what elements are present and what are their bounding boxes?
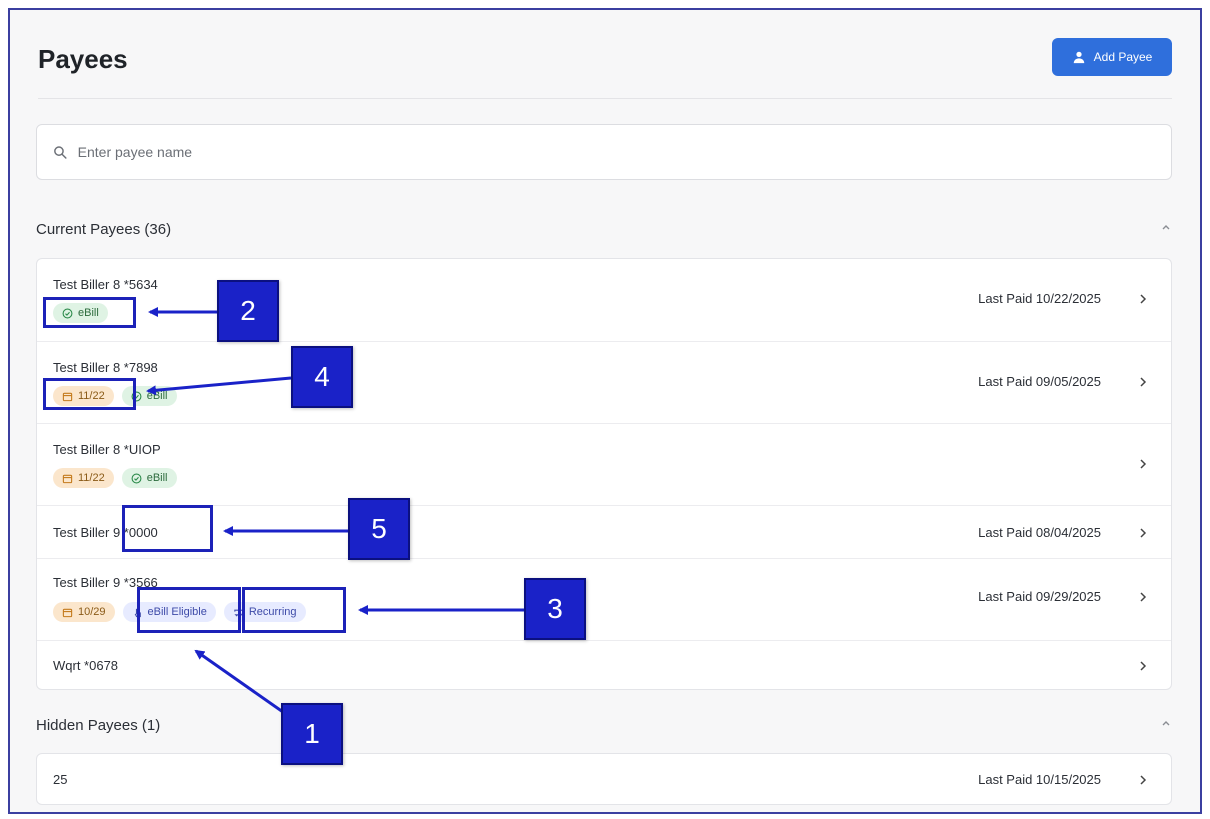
ebill-badge: eBill [53,303,108,323]
badge-label: Recurring [248,606,297,618]
callout-number-1: 1 [281,703,343,765]
chevron-right-icon[interactable] [1137,660,1149,672]
last-paid: Last Paid 09/29/2025 [978,589,1101,604]
due-date-badge: 10/29 [53,602,115,622]
callout-number-3: 3 [524,578,586,640]
calendar-icon [62,392,73,401]
recurring-badge: Recurring [223,602,306,622]
header-divider [38,98,1172,99]
badge-label: 11/22 [78,472,105,484]
add-payee-button[interactable]: Add Payee [1052,38,1172,76]
hand-pointer-icon [134,608,141,617]
check-circle-icon [62,308,73,318]
payee-badges: 11/22 eBill [53,386,177,406]
hidden-payees-title: Hidden Payees (1) [36,716,161,734]
last-paid: Last Paid 09/05/2025 [978,374,1101,389]
chevron-up-icon[interactable] [1160,220,1172,238]
last-paid: Last Paid 10/22/2025 [978,291,1101,306]
payee-badges: eBill [53,303,108,323]
due-date-badge: 11/22 [53,386,114,406]
badge-label: eBill [146,472,168,484]
last-paid: Last Paid 10/15/2025 [978,772,1101,787]
ebill-badge: eBill [121,386,177,406]
callout-number-5: 5 [348,498,410,560]
repeat-icon [234,607,243,617]
chevron-right-icon[interactable] [1137,591,1149,603]
chevron-right-icon[interactable] [1137,458,1149,470]
payee-row[interactable]: Test Biller 8 *5634 eBill Last Paid 10/2… [37,259,1171,342]
badge-label: eBill [146,390,168,402]
search-field[interactable] [36,124,1172,180]
ebill-badge: eBill [121,468,177,488]
payee-name: Test Biller 8 *UIOP [53,442,161,457]
chevron-right-icon[interactable] [1137,293,1149,305]
badge-label: eBill Eligible [147,606,207,618]
due-date-badge: 11/22 [53,468,114,488]
hidden-payees-list: 25 Last Paid 10/15/2025 [36,753,1172,805]
callout-number-2: 2 [217,280,279,342]
chevron-right-icon[interactable] [1137,376,1149,388]
page-header: Payees Add Payee [38,38,1172,98]
hidden-payees-header[interactable]: Hidden Payees (1) [36,710,1172,740]
payee-name: Wqrt *0678 [53,658,119,673]
payees-page: Payees Add Payee Current Payees (36) Tes… [8,8,1202,814]
badge-label: eBill [78,307,99,319]
ebill-eligible-badge: eBill Eligible [122,602,216,622]
payee-row[interactable]: Test Biller 9 *3566 10/29 eBill Eligible… [37,559,1171,641]
check-circle-icon [131,391,142,401]
payee-name: 25 [53,772,68,787]
check-circle-icon [131,473,142,483]
page-title: Payees [38,44,128,74]
calendar-icon [62,474,73,483]
last-paid: Last Paid 08/04/2025 [978,525,1101,540]
payee-name: Test Biller 8 *5634 [53,277,158,292]
chevron-up-icon[interactable] [1160,716,1172,734]
calendar-icon [62,608,73,617]
payee-row[interactable]: Test Biller 9 *0000 Last Paid 08/04/2025 [37,506,1171,559]
current-payees-title: Current Payees (36) [36,220,172,238]
payee-name: Test Biller 9 *0000 [53,525,158,540]
payee-name: Test Biller 8 *7898 [53,360,158,375]
badge-label: 11/22 [78,390,105,402]
add-payee-label: Add Payee [1093,50,1153,64]
callout-number-4: 4 [291,346,353,408]
payee-badges: 11/22 eBill [53,468,177,488]
payee-name: Test Biller 9 *3566 [53,575,158,590]
chevron-right-icon[interactable] [1137,527,1149,539]
user-plus-icon [1073,51,1084,64]
chevron-right-icon[interactable] [1137,774,1149,786]
search-icon [54,145,67,159]
payee-row[interactable]: Test Biller 8 *7898 11/22 eBill Last Pai… [37,342,1171,424]
payee-badges: 10/29 eBill Eligible Recurring [53,602,306,622]
search-input[interactable] [77,144,1171,160]
current-payees-list: Test Biller 8 *5634 eBill Last Paid 10/2… [36,258,1172,690]
payee-row[interactable]: Wqrt *0678 [37,641,1171,689]
payee-row[interactable]: 25 Last Paid 10/15/2025 [37,754,1171,804]
badge-label: 10/29 [78,606,106,618]
current-payees-header[interactable]: Current Payees (36) [36,214,1172,244]
payee-row[interactable]: Test Biller 8 *UIOP 11/22 eBill [37,424,1171,506]
